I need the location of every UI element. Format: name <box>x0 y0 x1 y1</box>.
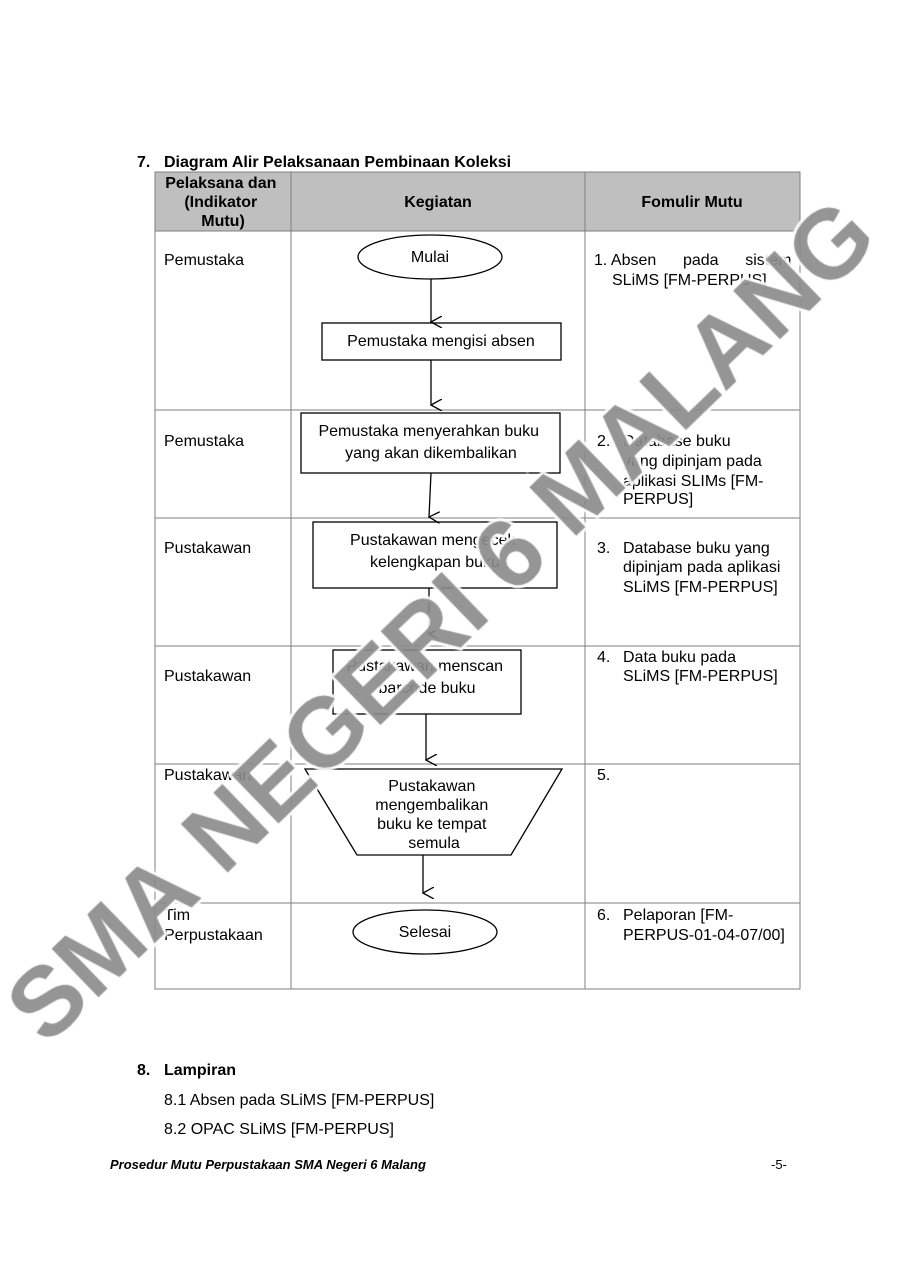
header-formulir: Fomulir Mutu <box>641 194 742 211</box>
formulir-4: 4. Data buku pada SLiMS [FM-PERPUS] <box>597 649 778 685</box>
section-title: Diagram Alir Pelaksanaan Pembinaan Kolek… <box>164 154 511 171</box>
lampiran-title: Lampiran <box>164 1062 237 1079</box>
pelaksana-1: Pemustaka <box>164 252 244 269</box>
end-label: Selesai <box>399 924 451 941</box>
pelaksana-2: Pemustaka <box>164 433 244 450</box>
arrow-3 <box>429 472 431 517</box>
section-number: 7. <box>137 154 150 171</box>
formulir-2: 2. Database buku yang dipinjam pada apli… <box>597 433 768 508</box>
process-1-label: Pemustaka mengisi absen <box>347 333 535 350</box>
footer-title: Prosedur Mutu Perpustakaan SMA Negeri 6 … <box>110 1157 426 1172</box>
formulir-5: 5. <box>597 767 610 784</box>
lampiran-item: 8.2 OPAC SLiMS [FM-PERPUS] <box>164 1121 394 1138</box>
start-label: Mulai <box>411 249 449 266</box>
formulir-6: 6. Pelaporan [FM- PERPUS-01-04-07/00] <box>597 907 785 944</box>
formulir-3: 3. Database buku yang dipinjam pada apli… <box>597 540 785 596</box>
page-number: -5- <box>771 1157 787 1172</box>
header-kegiatan: Kegiatan <box>404 194 472 211</box>
pelaksana-4: Pustakawan <box>164 668 251 685</box>
process-box-2 <box>300 412 561 474</box>
lampiran-number: 8. <box>137 1062 151 1079</box>
pelaksana-5: Pustakawan <box>164 767 251 784</box>
pelaksana-3: Pustakawan <box>164 540 251 557</box>
lampiran-item: 8.1 Absen pada SLiMS [FM-PERPUS] <box>164 1092 435 1109</box>
pelaksana-6: Tim Perpustakaan <box>164 907 263 944</box>
